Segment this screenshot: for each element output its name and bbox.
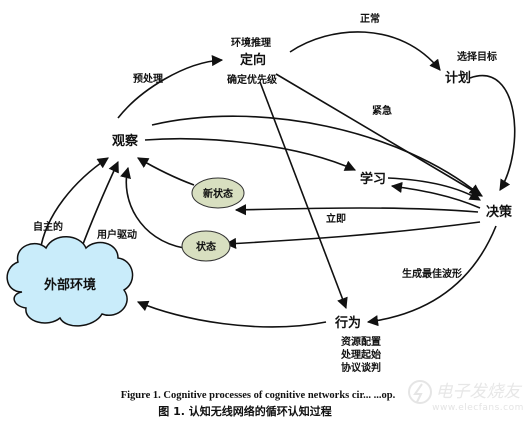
- arrow-decide-to-learn: [390, 181, 481, 209]
- caption-english: Figure 1. Cognitive processes of cogniti…: [121, 390, 396, 401]
- edge-label-select-goal: 选择目标: [457, 50, 497, 63]
- arrow-observe-to-decide: [151, 115, 481, 196]
- arrow-new-state-to-observe: [137, 157, 195, 186]
- caption-chinese: 图 1. 认知无线网络的循环认知过程: [158, 404, 332, 418]
- cloud-shape: [6, 236, 134, 327]
- learn-node: 学习: [360, 171, 386, 187]
- act-detail-resource: 资源配置: [341, 335, 381, 348]
- arrow-environment-to-observe-autonomous: [39, 157, 109, 253]
- arrow-decide-to-state: [224, 221, 481, 250]
- edge-label-user-driven: 用户驱动: [96, 228, 137, 241]
- arrow-decide-to-new-state: [234, 204, 479, 216]
- edge-label-immediate: 立即: [326, 212, 346, 225]
- new-state-ellipse: [191, 177, 245, 209]
- decide-node: 决策: [486, 204, 513, 220]
- state-ellipse: [181, 230, 231, 262]
- orient-top-label: 环境推理: [231, 36, 271, 49]
- arrow-decide-to-act: [366, 225, 497, 327]
- arrow-observe-to-learn: [144, 138, 357, 171]
- act-detail-protocol: 协议谈判: [341, 361, 381, 374]
- arrow-observe-to-orient: [117, 54, 224, 119]
- environment-label: 外部环境: [43, 277, 96, 293]
- watermark-lightning-icon: [413, 383, 423, 403]
- act-detail-start: 处理起始: [340, 348, 381, 361]
- state-label: 状态: [196, 240, 216, 253]
- new-state-node: 新状态: [191, 177, 245, 209]
- act-node: 行为: [334, 315, 361, 331]
- watermark-url: www.elecfans.com: [432, 403, 524, 413]
- edge-label-normal: 正常: [360, 12, 380, 25]
- edge-label-urgent: 紧急: [372, 104, 392, 117]
- arrow-orient-to-plan: [289, 31, 441, 71]
- edge-label-autonomous: 自主的: [33, 220, 63, 233]
- arrow-state-to-observe: [120, 166, 185, 249]
- orient-node: 定向: [239, 52, 266, 68]
- edge-label-preprocess: 预处理: [133, 72, 163, 85]
- edge-label-generate-waveform: 生成最佳波形: [402, 267, 462, 280]
- arrows: [39, 31, 516, 328]
- arrow-orient-to-act: [259, 81, 348, 310]
- new-state-label: 新状态: [203, 187, 233, 200]
- arrow-environment-to-observe-user: [79, 160, 119, 253]
- state-node: 状态: [181, 230, 231, 262]
- external-environment-node: 外部环境: [6, 236, 134, 327]
- orient-bottom-label: 确定优先级: [227, 73, 278, 86]
- arrow-plan-to-decide: [469, 74, 516, 191]
- watermark-logo-text: 电子发烧友: [436, 382, 523, 402]
- observe-node: 观察: [112, 133, 139, 149]
- arrow-orient-to-decide: [275, 73, 483, 197]
- arrow-learn-to-decide: [387, 177, 481, 201]
- watermark: 电子发烧友 www.elecfans.com: [408, 380, 524, 413]
- plan-node: 计划: [445, 70, 471, 86]
- arrow-act-to-environment: [136, 300, 327, 328]
- watermark-logo-icon: [408, 380, 432, 404]
